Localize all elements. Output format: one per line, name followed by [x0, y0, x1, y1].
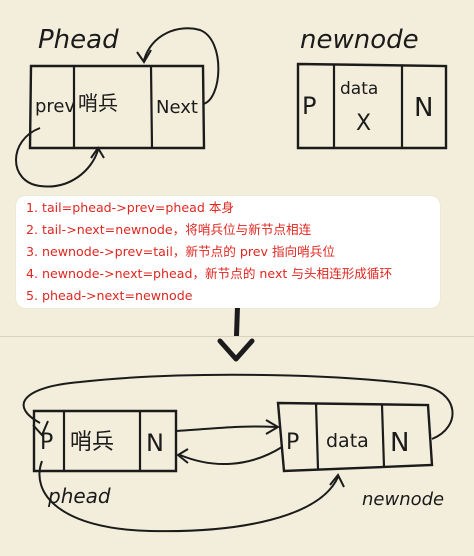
newnode-cell-p: P: [302, 92, 316, 120]
prev-self-loop: [15, 127, 99, 188]
step-4: 4. newnode->next=phead，新节点的 next 与头相连形成循…: [26, 266, 393, 281]
bottom-loop-arrow: [38, 460, 339, 533]
step-5: 5. phead->next=newnode: [26, 288, 193, 303]
outer-loop-arrowhead: [32, 420, 49, 437]
bottom-newnode-cell-n: N: [390, 428, 409, 458]
phead-label: Phead: [38, 25, 119, 55]
bottom-newnode-box: [276, 401, 434, 473]
bottom-newnode-cell-p: P: [286, 430, 299, 455]
step-1: 1. tail=phead->prev=phead 本身: [26, 200, 235, 215]
next-self-loop-arrowhead: [136, 49, 152, 64]
phead-cell-next: Next: [156, 97, 198, 118]
step-3: 3. newnode->prev=tail，新节点的 prev 指向哨兵位: [26, 244, 335, 259]
newnode-label: newnode: [300, 25, 419, 55]
phead-cell-sentinel: 哨兵: [78, 91, 118, 115]
top-panel: Phead prev 哨兵 Next newnode P data X N 1.…: [15, 25, 448, 336]
newnode-cell-data: data: [340, 79, 378, 99]
bottom-phead-cell-sentinel: 哨兵: [70, 430, 114, 455]
phead-node-box: [28, 64, 206, 150]
step-2: 2. tail->next=newnode，将哨兵位与新节点相连: [26, 222, 312, 237]
bottom-newnode-label: newnode: [362, 489, 444, 510]
newnode-node-box: [296, 62, 448, 150]
bottom-panel: P 哨兵 N phead P data N newnode: [0, 337, 474, 556]
bottom-phead-cell-n: N: [146, 429, 164, 457]
next-to-newnode-arrowhead: [265, 419, 280, 435]
newnode-cell-x: X: [356, 111, 371, 136]
next-self-loop: [143, 27, 220, 105]
phead-cell-prev: prev: [35, 96, 76, 117]
outer-loop-arrow: [22, 373, 454, 440]
prev-to-phead-arrowhead: [176, 448, 189, 464]
steps-box: 1. tail=phead->prev=phead 本身 2. tail->ne…: [16, 196, 440, 308]
next-to-newnode-arrow: [175, 425, 277, 432]
bottom-newnode-cell-data: data: [326, 430, 369, 452]
bottom-newnode-divider-1: [314, 402, 320, 470]
top-sketch: Phead prev 哨兵 Next newnode P data X N: [15, 25, 448, 336]
phead-divider-2: [149, 65, 154, 149]
bottom-newnode-divider-2: [380, 404, 386, 468]
bottom-phead-cell-p: P: [40, 430, 53, 455]
down-arrow-head: [217, 338, 255, 362]
bottom-sketch: P 哨兵 N phead P data N newnode: [22, 338, 454, 533]
prev-self-loop-arrowhead: [90, 146, 105, 159]
bottom-phead-box: [32, 409, 178, 473]
newnode-cell-n: N: [414, 93, 433, 123]
panel-divider: [0, 336, 474, 337]
bottom-phead-label: phead: [47, 484, 111, 508]
prev-to-phead-arrow: [179, 446, 283, 465]
bottom-loop-arrowhead: [329, 473, 345, 488]
